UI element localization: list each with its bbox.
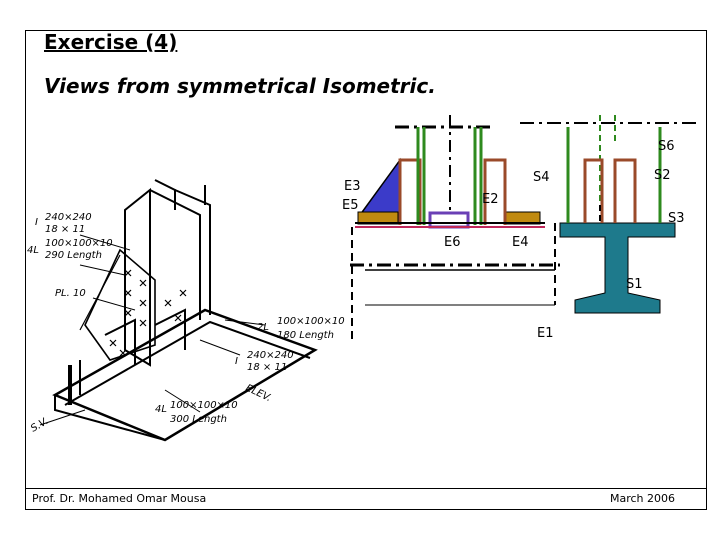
label-e1: E1 — [537, 326, 554, 341]
label-e5: E5 — [342, 198, 359, 213]
label-s6: S6 — [658, 139, 675, 154]
annotation-4l: 4L — [27, 245, 39, 256]
annotation-4l-b-size: 100×100×10 — [170, 400, 238, 411]
annotation-4l-length: 290 Length — [45, 250, 102, 261]
annotation-4l-size: 100×100×10 — [45, 238, 113, 249]
brown-angle-left — [398, 158, 422, 225]
label-s3: S3 — [668, 211, 685, 226]
green-flange-left — [416, 127, 426, 225]
annotation-4l-b-length: 300 Length — [170, 414, 227, 425]
annotation-2l: 2L — [257, 322, 269, 333]
annotation-i2: I — [235, 356, 238, 367]
annotation-2l-size: 100×100×10 — [277, 316, 345, 327]
annotation-plate: PL. 10 — [55, 288, 86, 299]
annotation-i2-size: 240×240 — [247, 350, 294, 361]
brown-angle-right-2 — [613, 158, 637, 223]
footer-divider — [25, 488, 707, 489]
label-e6: E6 — [444, 235, 461, 250]
bolt-pattern — [109, 269, 187, 357]
exercise-title: Exercise (4) — [44, 30, 178, 54]
green-flange-mid — [473, 127, 483, 225]
label-e2: E2 — [482, 192, 499, 207]
label-e3: E3 — [344, 179, 361, 194]
label-s1: S1 — [626, 277, 643, 292]
label-s4: S4 — [533, 170, 550, 185]
annotation-sv: S.V. — [29, 416, 50, 435]
label-e4: E4 — [512, 235, 529, 250]
brown-angle-mid — [483, 158, 507, 225]
purple-plate — [428, 211, 470, 229]
teal-i-section — [559, 222, 676, 314]
annotation-i1-size: 240×240 — [45, 212, 92, 223]
annotation-i2-spec: 18 × 11 — [247, 362, 287, 373]
annotation-2l-length: 180 Length — [277, 330, 334, 341]
annotation-4l-b: 4L — [155, 404, 167, 415]
footer-author: Prof. Dr. Mohamed Omar Mousa — [32, 492, 207, 505]
footer-date: March 2006 — [610, 492, 676, 505]
annotation-i1-spec: 18 × 11 — [45, 224, 85, 235]
label-s2: S2 — [654, 168, 671, 183]
exercise-subtitle: Views from symmetrical Isometric. — [44, 74, 436, 98]
isometric-sketch: I 240×240 18 × 11 4L 100×100×10 290 Leng… — [27, 179, 345, 442]
green-flange-right — [566, 127, 662, 223]
annotation-elev: ELEV. — [244, 383, 273, 404]
brown-angle-right-1 — [583, 158, 604, 223]
slide-frame — [25, 30, 707, 510]
annotation-i1: I — [35, 217, 38, 228]
orthographic-views: E3 E5 E2 E6 E4 E1 S4 S6 S2 S3 S1 — [342, 115, 700, 341]
blue-gusset — [358, 157, 401, 216]
